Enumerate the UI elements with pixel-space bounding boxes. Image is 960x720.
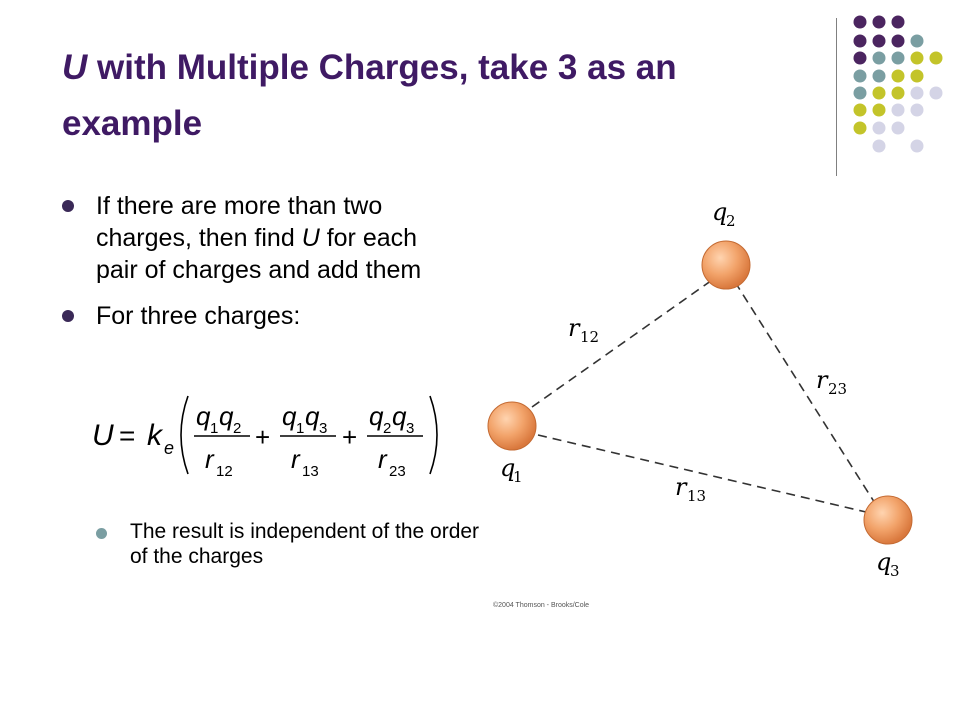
bullet-item-three-charges: For three charges: <box>62 300 462 332</box>
label-q1-letter: q <box>500 454 515 482</box>
term1-num-b: q <box>219 401 234 431</box>
three-charges-diagram: q 1 q 2 q 3 r 12 r 23 r 13 <box>487 198 913 580</box>
bullet-text-post: for each pair of charges and add them <box>96 224 422 284</box>
slide-title: U with Multiple Charges, take 3 as an ex… <box>62 40 822 152</box>
term1-den-sub: 12 <box>216 463 233 480</box>
bullet-text-pre: If there are more than two charges, then… <box>96 192 383 252</box>
label-q1-sub: 1 <box>513 468 523 486</box>
label-q2-sub: 2 <box>726 212 736 230</box>
fraction-term-1: q 1 q 2 r 12 <box>194 401 250 480</box>
plus-sign-1: + <box>255 422 270 452</box>
dot-pattern <box>853 15 943 153</box>
label-q3-sub: 3 <box>890 562 900 580</box>
charge-q1 <box>487 401 537 451</box>
line-r23 <box>734 281 879 509</box>
term2-num-b-sub: 3 <box>319 420 327 437</box>
term1-den: r <box>205 444 215 474</box>
term3-num-a-sub: 2 <box>383 420 391 437</box>
term3-num-a: q <box>369 401 384 431</box>
sub-bullet-dot-icon <box>96 528 107 539</box>
label-q3-letter: q <box>876 548 891 576</box>
fraction-term-2: q 1 q 3 r 13 <box>280 401 336 480</box>
term1-num-a-sub: 1 <box>210 420 218 437</box>
label-r12-sub: 12 <box>580 328 599 346</box>
term3-num-b: q <box>392 401 407 431</box>
sub-bullet-order-independent: The result is independent of the order o… <box>96 520 500 570</box>
term2-den: r <box>291 444 301 474</box>
bullet-dot-icon <box>62 200 74 212</box>
label-r12: r 12 <box>568 314 599 346</box>
term1-num-b-sub: 2 <box>233 420 241 437</box>
term1-num-a: q <box>196 401 211 431</box>
label-r13-sub: 13 <box>687 487 706 505</box>
label-r12-letter: r <box>568 314 581 342</box>
label-r23-sub: 23 <box>828 380 847 398</box>
title-text: with Multiple Charges, take 3 as an exam… <box>62 48 677 143</box>
term3-den-sub: 23 <box>389 463 406 480</box>
charge-q3 <box>863 495 913 545</box>
term2-num-a-sub: 1 <box>296 420 304 437</box>
title-divider-line <box>836 18 837 176</box>
label-r13: r 13 <box>675 473 706 505</box>
formula-k-sub: e <box>164 438 174 458</box>
term2-num-a: q <box>282 401 297 431</box>
term2-num-b: q <box>305 401 320 431</box>
label-r13-letter: r <box>675 473 688 501</box>
left-paren <box>180 395 189 475</box>
sub-bullet-text: The result is independent of the order o… <box>130 520 480 568</box>
formula-equals: = <box>119 420 135 451</box>
line-r12 <box>531 277 716 408</box>
label-q1: q 1 <box>500 454 523 486</box>
label-r23-letter: r <box>816 366 829 394</box>
formula-k: k <box>147 419 164 452</box>
line-r13 <box>537 434 867 513</box>
title-italic-u: U <box>62 48 88 87</box>
term3-num-b-sub: 3 <box>406 420 414 437</box>
term2-den-sub: 13 <box>302 463 319 480</box>
bullet-text-pre: For three charges: <box>96 302 301 330</box>
plus-sign-2: + <box>342 422 357 452</box>
label-r23: r 23 <box>816 366 847 398</box>
fraction-term-3: q 2 q 3 r 23 <box>367 401 423 480</box>
label-q2: q 2 <box>712 198 736 230</box>
image-credit: ©2004 Thomson - Brooks/Cole <box>493 602 590 609</box>
potential-energy-formula: U = k e q 1 q 2 r 12 + q 1 q 3 r 13 + q … <box>92 395 438 480</box>
bullet-dot-icon <box>62 310 74 322</box>
bullet-item-pairs: If there are more than two charges, then… <box>62 190 462 286</box>
term3-den: r <box>378 444 388 474</box>
label-q3: q 3 <box>876 548 900 580</box>
bullet-text-italic: U <box>301 224 320 252</box>
bullet-list: If there are more than two charges, then… <box>62 190 462 346</box>
label-q2-letter: q <box>712 198 727 226</box>
formula-lhs: U <box>92 419 114 452</box>
right-paren <box>429 395 438 475</box>
charge-q2 <box>701 240 751 290</box>
